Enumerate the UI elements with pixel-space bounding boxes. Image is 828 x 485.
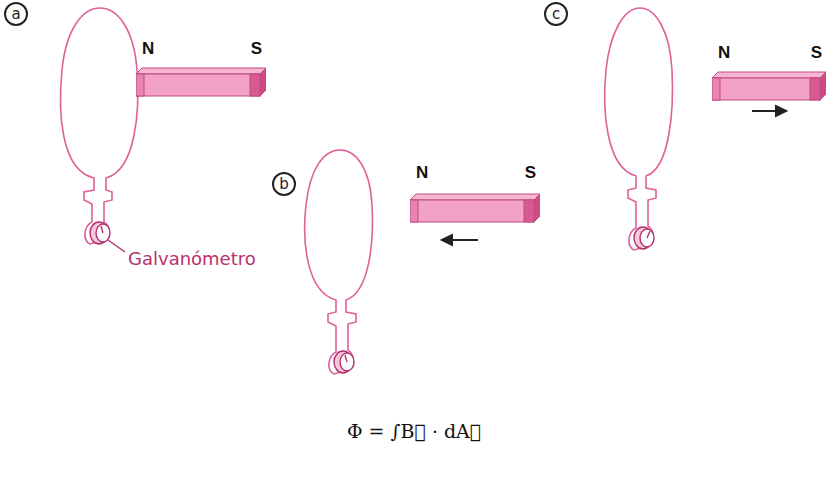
part-label: Galvanómetro (128, 248, 256, 269)
panel-letter: a (4, 2, 28, 26)
panel-letter: b (272, 172, 296, 196)
bar-magnet (136, 36, 266, 98)
panel-letter-text: b (279, 177, 289, 192)
motion-arrow (442, 106, 786, 245)
pole-label: N (416, 164, 428, 181)
panel-letter-text: c (552, 7, 560, 22)
pole-label: S (251, 40, 262, 57)
wire-loop (61, 8, 138, 244)
pole-label: S (811, 44, 822, 61)
wire-loop (605, 8, 673, 250)
wire-loop (305, 150, 373, 374)
galvanometer (90, 222, 654, 373)
pole-label: N (718, 44, 730, 61)
magnet-box: NS (410, 160, 540, 224)
pole-label: S (525, 164, 536, 181)
panel-letter: c (544, 2, 568, 26)
formula: Φ = ∫B⃗ · dA⃗ (347, 420, 481, 442)
bar-magnet (410, 160, 540, 224)
pole-label: N (142, 40, 154, 57)
magnet-box: NS (136, 36, 266, 98)
magnet-box: NS (712, 40, 826, 102)
leader-line (108, 240, 125, 252)
panel-letter-text: a (11, 7, 20, 22)
